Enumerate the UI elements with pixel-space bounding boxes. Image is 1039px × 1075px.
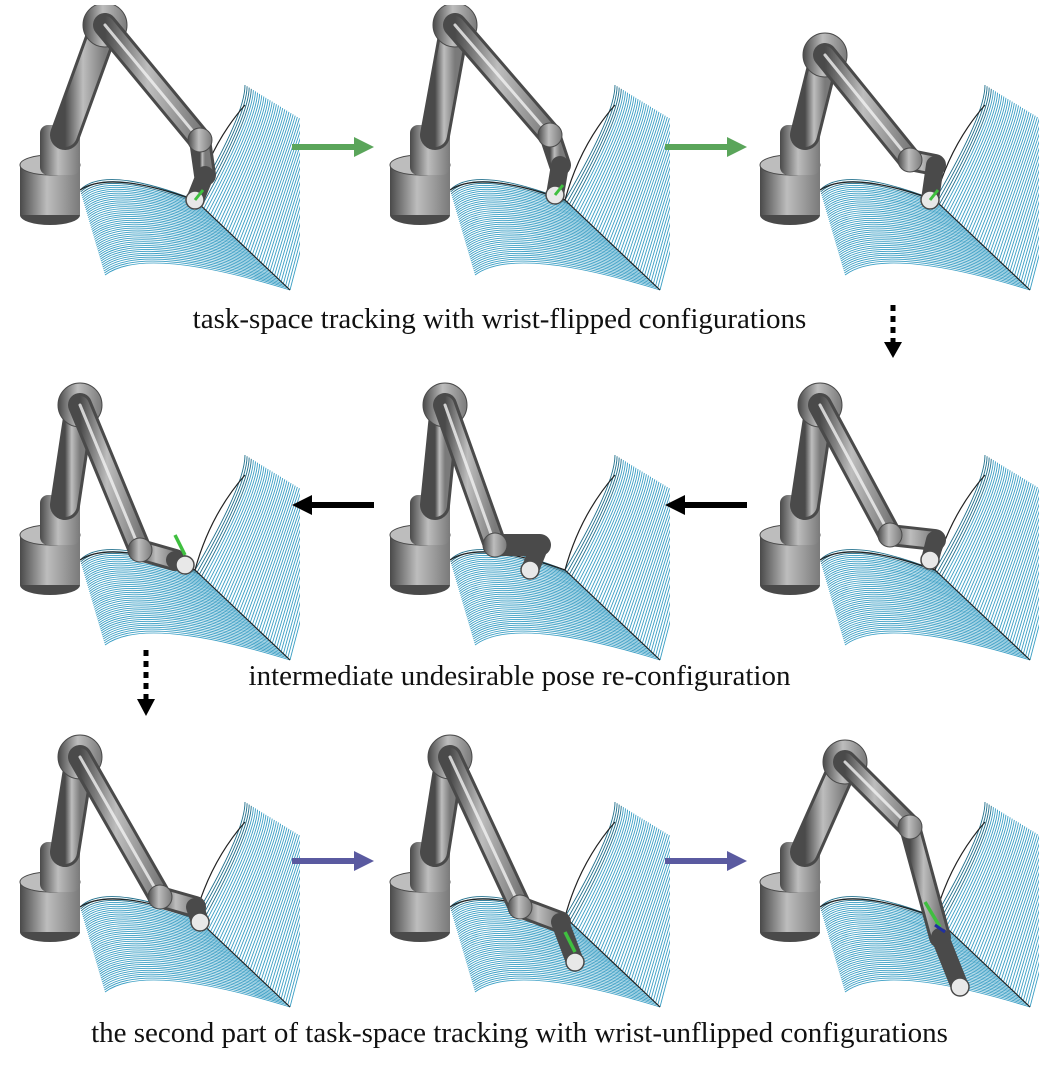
panel-row2-step3 bbox=[10, 375, 300, 675]
scene bbox=[389, 382, 670, 661]
panel-row3-step2 bbox=[380, 722, 670, 1022]
tool-frame bbox=[193, 189, 205, 201]
curved-surface bbox=[449, 454, 670, 661]
curved-surface bbox=[819, 84, 1039, 291]
robot-arm bbox=[389, 382, 551, 595]
tool-frame bbox=[923, 901, 946, 934]
robot-arm bbox=[759, 32, 946, 225]
panel-row2-step2 bbox=[380, 375, 670, 675]
robot-arm bbox=[389, 5, 571, 225]
dotted-arrow-down-icon bbox=[882, 305, 904, 359]
curved-surface bbox=[79, 801, 300, 1008]
arrow-left-icon bbox=[292, 494, 374, 516]
robot-arm bbox=[389, 734, 585, 972]
caption-row3: the second part of task-space tracking w… bbox=[91, 1017, 948, 1049]
panel-row1-step3 bbox=[750, 5, 1039, 305]
panel-row3-step1 bbox=[10, 722, 300, 1022]
panel-row1-step1 bbox=[10, 5, 300, 305]
tool-frame bbox=[563, 931, 577, 953]
robot-arm bbox=[759, 739, 970, 997]
tool-frame bbox=[553, 184, 565, 196]
scene bbox=[19, 734, 300, 1008]
curved-surface bbox=[449, 84, 670, 291]
arrow-right-icon bbox=[292, 850, 374, 872]
arrow-right-icon bbox=[292, 136, 374, 158]
arrow-right-icon bbox=[665, 850, 747, 872]
curved-surface bbox=[819, 454, 1039, 661]
tool-frame bbox=[173, 534, 187, 556]
caption-row2: intermediate undesirable pose re-configu… bbox=[248, 660, 791, 692]
panel-row3-step3 bbox=[750, 722, 1039, 1022]
scene bbox=[389, 734, 670, 1008]
tool-frame bbox=[928, 189, 940, 201]
curved-surface bbox=[79, 84, 300, 291]
curved-surface bbox=[79, 454, 300, 661]
panel-row1-step2 bbox=[380, 5, 670, 305]
scene bbox=[19, 5, 300, 291]
arrow-left-icon bbox=[665, 494, 747, 516]
robot-arm bbox=[19, 734, 210, 942]
scene bbox=[759, 32, 1039, 291]
robot-arm bbox=[19, 5, 216, 225]
scene bbox=[759, 382, 1039, 661]
caption-row1: task-space tracking with wrist-flipped c… bbox=[192, 303, 807, 335]
panel-row2-step1 bbox=[750, 375, 1039, 675]
arrow-right-icon bbox=[665, 136, 747, 158]
scene bbox=[19, 382, 300, 661]
dotted-arrow-down-icon bbox=[135, 650, 157, 718]
robot-arm bbox=[19, 382, 195, 595]
scene bbox=[759, 739, 1039, 1008]
robot-arm bbox=[759, 382, 946, 595]
scene bbox=[389, 5, 670, 291]
